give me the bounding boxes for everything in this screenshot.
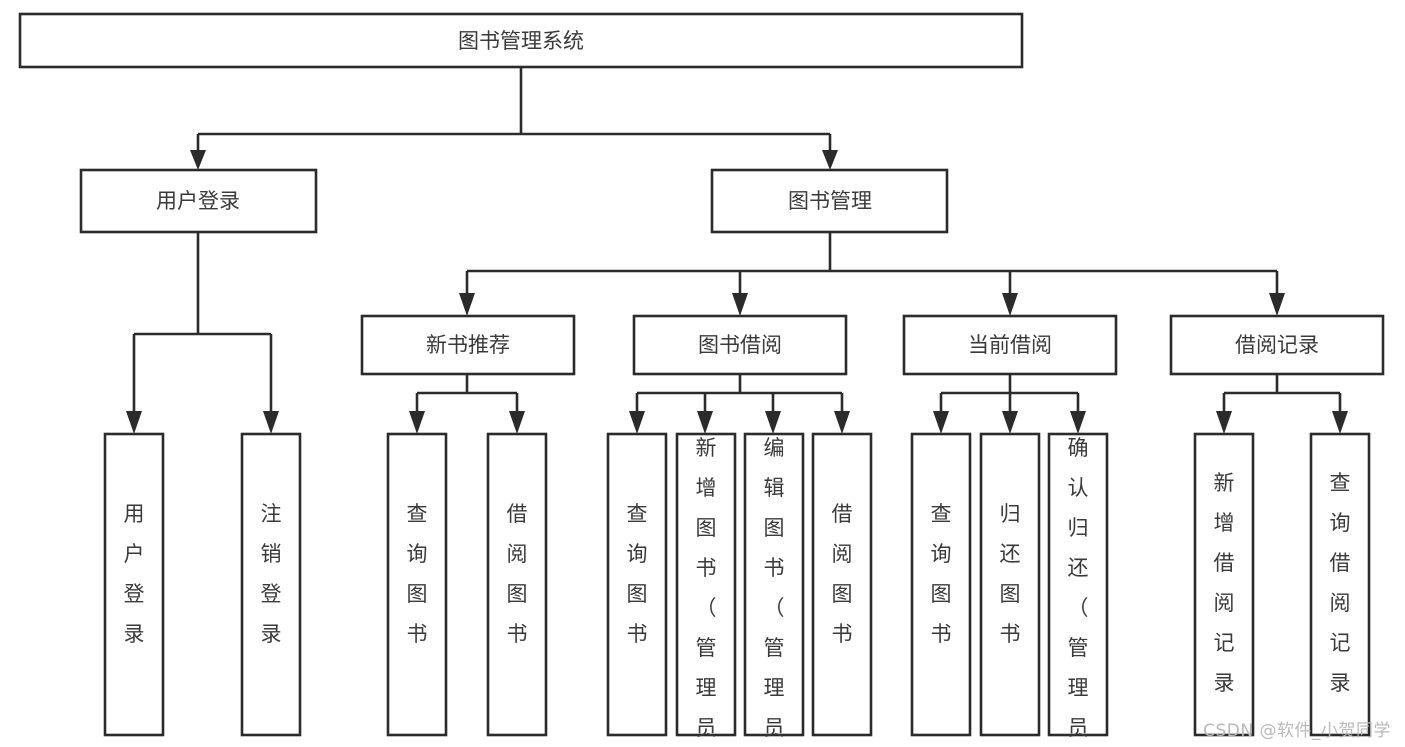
node-user-login[interactable]: 用户登录 bbox=[79, 168, 318, 234]
node-book-borrow-box[interactable] bbox=[632, 314, 848, 376]
leaf-query-book-3[interactable]: 查询图书 bbox=[910, 432, 972, 737]
node-current-borrow[interactable]: 当前借阅 bbox=[902, 314, 1118, 376]
node-user-login-label: 用户登录 bbox=[156, 189, 240, 213]
arrowhead-leaf-user-login bbox=[126, 411, 142, 434]
leaf-confirm-return-label: 确认归还（管理员） bbox=[1068, 436, 1089, 747]
arrowhead-leaf-return-book bbox=[1002, 411, 1018, 434]
arrowhead-currentborrow bbox=[1002, 293, 1018, 316]
leaf-user-login-label: 用户登录 bbox=[124, 502, 145, 646]
node-user-login-box[interactable] bbox=[79, 168, 318, 234]
leaf-user-logout[interactable]: 注销登录 bbox=[240, 432, 302, 737]
node-borrow-record-label: 借阅记录 bbox=[1235, 333, 1319, 357]
leaf-edit-book-label: 编辑图书（管理员） bbox=[764, 436, 785, 747]
arrowhead-leaf-user-logout bbox=[263, 411, 279, 434]
arrowhead-leaf-confirm-return bbox=[1070, 411, 1086, 434]
node-book-borrow-label: 图书借阅 bbox=[698, 333, 782, 357]
leaf-confirm-return-box[interactable] bbox=[1047, 432, 1109, 737]
leaf-query-book-1-label: 查询图书 bbox=[407, 502, 428, 646]
leaf-borrow-book-1[interactable]: 借阅图书 bbox=[486, 432, 548, 737]
node-book-manage-box[interactable] bbox=[710, 168, 949, 234]
leaf-query-book-1[interactable]: 查询图书 bbox=[386, 432, 448, 737]
arrowhead-borrowrecord bbox=[1269, 293, 1285, 316]
node-book-manage[interactable]: 图书管理 bbox=[710, 168, 949, 234]
leaf-borrow-book-2-box[interactable] bbox=[811, 432, 873, 737]
leaf-add-record-label: 新增借阅记录 bbox=[1214, 471, 1235, 695]
leaf-return-book-label: 归还图书 bbox=[1000, 502, 1021, 646]
leaf-query-book-2-label: 查询图书 bbox=[627, 502, 648, 646]
arrowhead-bookborrow bbox=[732, 293, 748, 316]
leaf-query-book-1-box[interactable] bbox=[386, 432, 448, 737]
leaf-user-login-box[interactable] bbox=[103, 432, 165, 737]
leaf-user-logout-label: 注销登录 bbox=[261, 502, 282, 646]
arrowhead-newbook bbox=[459, 293, 475, 316]
leaf-query-record[interactable]: 查询借阅记录 bbox=[1309, 432, 1371, 737]
leaf-add-book-box[interactable] bbox=[675, 432, 737, 737]
node-borrow-record[interactable]: 借阅记录 bbox=[1169, 314, 1385, 376]
leaf-borrow-book-1-box[interactable] bbox=[486, 432, 548, 737]
arrowhead-leaf-add-record bbox=[1216, 411, 1232, 434]
arrowhead-leaf-borrow-book-2 bbox=[834, 411, 850, 434]
leaf-borrow-book-2-label: 借阅图书 bbox=[832, 502, 853, 646]
node-borrow-record-box[interactable] bbox=[1169, 314, 1385, 376]
leaf-user-logout-box[interactable] bbox=[240, 432, 302, 737]
arrowhead-leaf-borrow-book-1 bbox=[509, 411, 525, 434]
leaf-add-book[interactable]: 新增图书（管理员） bbox=[675, 432, 737, 747]
node-book-manage-label: 图书管理 bbox=[788, 189, 872, 213]
node-root-box[interactable] bbox=[18, 12, 1024, 69]
node-book-borrow[interactable]: 图书借阅 bbox=[632, 314, 848, 376]
leaf-query-record-label: 查询借阅记录 bbox=[1330, 471, 1351, 695]
leaf-query-record-box[interactable] bbox=[1309, 432, 1371, 737]
node-new-book-rec[interactable]: 新书推荐 bbox=[360, 314, 576, 376]
leaf-add-record[interactable]: 新增借阅记录 bbox=[1193, 432, 1255, 737]
leaf-query-book-2[interactable]: 查询图书 bbox=[606, 432, 668, 737]
leaf-edit-book[interactable]: 编辑图书（管理员） bbox=[743, 432, 805, 747]
arrowhead-leaf-query-book-1 bbox=[409, 411, 425, 434]
arrowhead-leaf-query-book-3 bbox=[933, 411, 949, 434]
leaf-borrow-book-2[interactable]: 借阅图书 bbox=[811, 432, 873, 737]
node-new-book-rec-box[interactable] bbox=[360, 314, 576, 376]
arrowhead-book-manage bbox=[822, 150, 838, 170]
arrowhead-leaf-query-book-2 bbox=[629, 411, 645, 434]
leaf-add-book-label: 新增图书（管理员） bbox=[696, 436, 717, 747]
node-root-label: 图书管理系统 bbox=[458, 29, 584, 53]
node-current-borrow-label: 当前借阅 bbox=[968, 333, 1052, 357]
leaf-add-record-box[interactable] bbox=[1193, 432, 1255, 737]
node-root[interactable]: 图书管理系统 bbox=[18, 12, 1024, 69]
arrowhead-leaf-query-record bbox=[1332, 411, 1348, 434]
node-current-borrow-box[interactable] bbox=[902, 314, 1118, 376]
leaf-query-book-3-box[interactable] bbox=[910, 432, 972, 737]
leaf-query-book-2-box[interactable] bbox=[606, 432, 668, 737]
leaf-edit-book-box[interactable] bbox=[743, 432, 805, 737]
connectors bbox=[126, 67, 1348, 434]
node-new-book-rec-label: 新书推荐 bbox=[426, 333, 510, 357]
leaf-confirm-return[interactable]: 确认归还（管理员） bbox=[1047, 432, 1109, 747]
leaf-query-book-3-label: 查询图书 bbox=[931, 502, 952, 646]
arrowhead-user-login bbox=[190, 150, 206, 170]
leaf-borrow-book-1-label: 借阅图书 bbox=[507, 502, 528, 646]
arrowhead-leaf-add-book bbox=[697, 411, 713, 434]
arrowhead-leaf-edit-book bbox=[765, 411, 781, 434]
leaf-return-book[interactable]: 归还图书 bbox=[979, 432, 1041, 737]
leaf-return-book-box[interactable] bbox=[979, 432, 1041, 737]
leaf-user-login[interactable]: 用户登录 bbox=[103, 432, 165, 737]
